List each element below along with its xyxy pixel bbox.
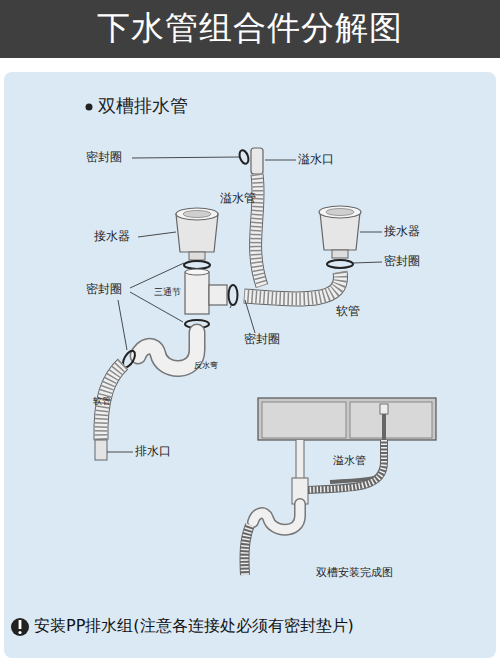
leader-line (360, 232, 382, 233)
part-label: 溢水口 (298, 153, 334, 166)
leader-line (107, 452, 133, 453)
part-label: 软管 (93, 397, 111, 407)
part-label: 排水口 (135, 445, 171, 458)
sink-basin (350, 402, 432, 438)
hose-ribs (244, 272, 341, 299)
gasket (327, 260, 353, 268)
left-hose (95, 364, 123, 460)
leader-line (353, 262, 382, 263)
right-hose (244, 272, 341, 299)
install-note: 安装PP排水组(注意各连接处必须有密封垫片) (34, 617, 354, 635)
part-label: 接水器 (384, 225, 420, 238)
overflow-outlet (238, 148, 263, 174)
part-label: 反水弯 (194, 362, 218, 371)
leader-line (130, 263, 184, 288)
strainer-basket (326, 209, 354, 216)
sink (258, 398, 436, 440)
overflow-hose (330, 414, 384, 482)
hose-outer (244, 272, 341, 299)
gasket (184, 261, 210, 269)
right-strainer (319, 206, 361, 268)
leader-line (245, 300, 255, 333)
part-label: 软管 (336, 305, 360, 318)
leader-lines (107, 157, 382, 452)
icon-circle (11, 618, 29, 636)
overflow-outlet (380, 404, 388, 414)
strainer-rim (176, 208, 218, 220)
part-label: 三通节 (154, 288, 181, 298)
strainer-thread (189, 252, 205, 260)
icon-dot (18, 631, 21, 634)
right-hose-ribs (304, 440, 384, 490)
leader-line (138, 232, 176, 237)
part-label: 接水器 (94, 230, 130, 243)
leader-line (132, 157, 240, 158)
trap-inner (138, 332, 197, 369)
part-label: 密封圈 (244, 333, 280, 346)
tee-top (185, 269, 209, 275)
strainer-thread (332, 250, 348, 258)
leader-line (118, 300, 127, 350)
installed-view (245, 398, 436, 575)
gasket (229, 285, 238, 305)
section-heading: 双槽排水管 (98, 96, 188, 116)
drain-outlet (95, 440, 107, 460)
leader-line (265, 160, 296, 161)
leader-line (230, 304, 232, 308)
tee-branch (209, 285, 227, 305)
icon-bar (19, 620, 22, 629)
trap-outer (138, 332, 197, 369)
p-trap (253, 504, 300, 530)
sink-basin (262, 402, 346, 438)
part-label: 溢水管 (333, 455, 366, 467)
overflow-hose (256, 174, 262, 286)
background-panel (4, 72, 496, 658)
tee-fitting (185, 269, 238, 328)
hose-outer (256, 174, 262, 286)
left-strainer (176, 208, 218, 269)
view-caption: 双槽安装完成图 (316, 567, 393, 579)
bullet-dot (86, 104, 93, 111)
part-label: 密封圈 (86, 151, 122, 164)
p-trap (121, 332, 197, 369)
part-label: 密封圈 (86, 283, 122, 296)
right-hose (304, 440, 384, 490)
outlet-head (251, 148, 263, 174)
strainer-basket (183, 211, 211, 218)
warning-icon (11, 618, 29, 636)
p-trap-inner (253, 504, 300, 530)
page-title: 下水管组合件分解图 (0, 8, 500, 48)
left-hose-ribs (245, 525, 250, 575)
part-label: 溢水管 (220, 192, 256, 205)
left-hose (245, 525, 250, 575)
strainer-rim (319, 206, 361, 218)
part-label: 密封圈 (384, 255, 420, 268)
hose-inner (256, 174, 262, 286)
tee-body (185, 272, 209, 314)
hose-inner (244, 272, 341, 299)
hose-ribs (256, 174, 262, 286)
title-band (0, 0, 500, 58)
